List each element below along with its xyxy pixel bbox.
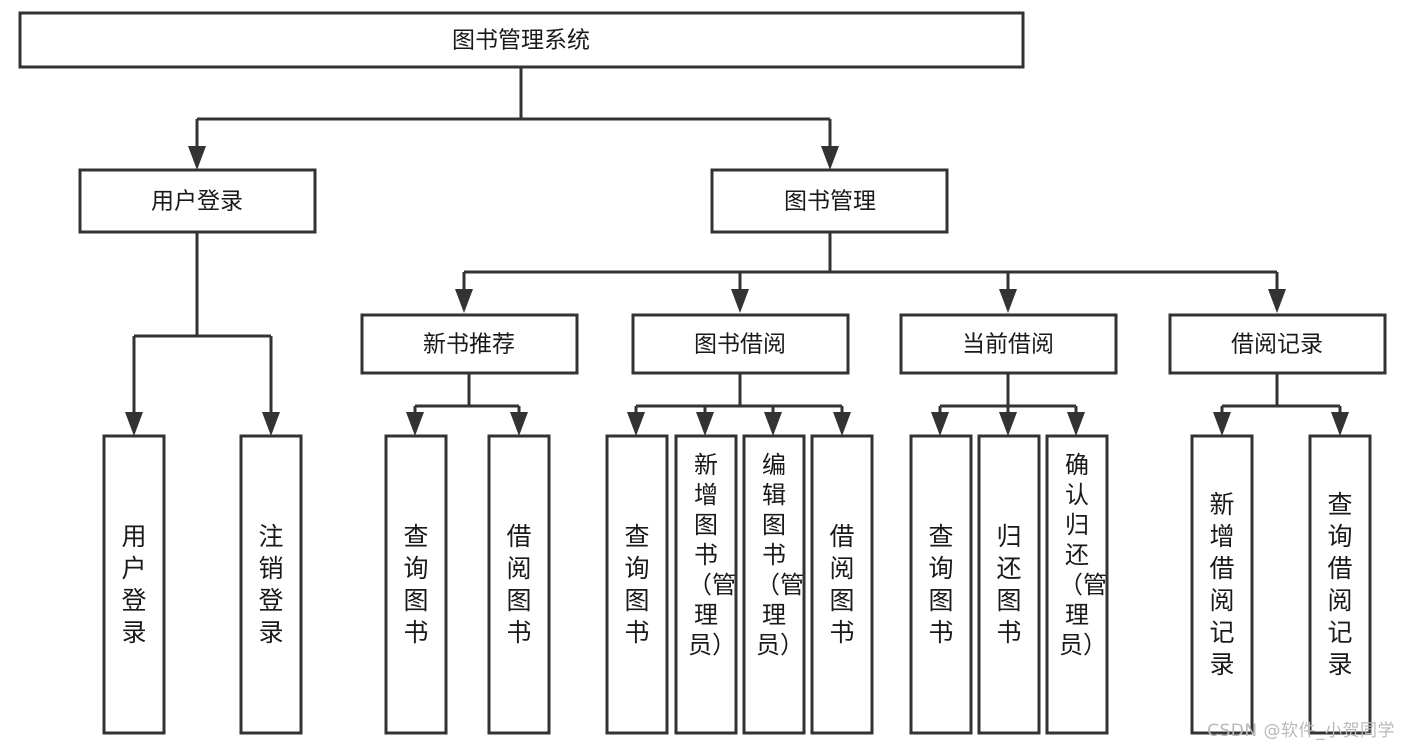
leaf-logout-label: 注销登录 (258, 521, 284, 647)
node-book-manage-label: 图书管理 (784, 189, 876, 215)
leaf-node-query-book-2[interactable] (605, 434, 669, 735)
arrow-to-leaf-edit-book-icon (764, 412, 782, 436)
node-book-borrow-box[interactable] (631, 313, 850, 375)
node-borrow-record[interactable]: 借阅记录 (1168, 313, 1387, 375)
connector-group-root (188, 67, 839, 170)
node-user-login-label: 用户登录 (151, 189, 243, 215)
leaf-node-logout[interactable] (239, 434, 303, 735)
leaf-user-login-label: 用户登录 (121, 521, 147, 647)
connector-group-current-borrow (931, 373, 1085, 436)
leaf-borrow-book-2-box[interactable] (810, 434, 874, 735)
node-current-borrow-box[interactable] (899, 313, 1118, 375)
leaf-node-borrow-book-1[interactable] (487, 434, 551, 735)
leaf-node-query-book-1[interactable] (384, 434, 448, 735)
leaf-node-add-record[interactable] (1190, 434, 1254, 735)
leaf-add-record-box[interactable] (1190, 434, 1254, 735)
arrow-to-new-book-recommend-icon (455, 289, 473, 313)
node-borrow-record-box[interactable] (1168, 313, 1387, 375)
node-book-borrow[interactable]: 图书借阅 (631, 313, 850, 375)
leaf-return-book-box[interactable] (977, 434, 1041, 735)
node-new-book-recommend-box[interactable] (360, 313, 579, 375)
node-user-login[interactable]: 用户登录 (78, 168, 317, 234)
leaf-node-add-book[interactable] (674, 434, 738, 735)
arrow-to-leaf-return-book-icon (999, 412, 1017, 436)
arrow-to-leaf-query-book-1-icon (406, 412, 424, 436)
node-new-book-recommend-label: 新书推荐 (423, 332, 515, 358)
connector-group-book-manage (455, 232, 1286, 313)
node-root-box[interactable] (18, 11, 1025, 69)
arrow-to-leaf-query-book-3-icon (931, 412, 949, 436)
leaf-edit-book-label: 编辑图书（管理员） (756, 450, 804, 659)
leaf-return-book-label: 归还图书 (996, 521, 1022, 647)
arrow-to-current-borrow-icon (999, 289, 1017, 313)
leaf-node-query-record[interactable] (1308, 434, 1372, 735)
connector-group-user-login (125, 232, 280, 436)
leaf-user-login-box[interactable] (102, 434, 166, 735)
arrow-to-leaf-query-book-2-icon (627, 412, 645, 436)
node-book-borrow-label: 图书借阅 (694, 332, 786, 358)
node-current-borrow-label: 当前借阅 (962, 332, 1054, 358)
connector-group-borrow-record (1213, 373, 1349, 436)
arrow-to-leaf-confirm-return-icon (1067, 412, 1085, 436)
arrow-to-leaf-add-book-icon (696, 412, 714, 436)
leaf-node-confirm-return[interactable] (1045, 434, 1109, 735)
watermark-text: CSDN @软件_小贺同学 (1207, 721, 1395, 741)
leaf-borrow-book-1-box[interactable] (487, 434, 551, 735)
leaf-add-record-label: 新增借阅记录 (1209, 489, 1235, 679)
leaf-borrow-book-2-label: 借阅图书 (829, 521, 855, 647)
leaf-confirm-return-label: 确认归还（管理员） (1059, 450, 1107, 659)
arrow-to-leaf-logout-icon (262, 412, 280, 436)
leaf-query-book-2-box[interactable] (605, 434, 669, 735)
node-current-borrow[interactable]: 当前借阅 (899, 313, 1118, 375)
arrow-to-leaf-query-record-icon (1331, 412, 1349, 436)
arrow-to-user-login-icon (188, 146, 206, 170)
leaf-add-book-box[interactable] (674, 434, 738, 735)
arrow-to-leaf-add-record-icon (1213, 412, 1231, 436)
node-root-label: 图书管理系统 (452, 28, 590, 54)
arrow-to-book-manage-icon (821, 146, 839, 170)
arrow-to-book-borrow-icon (731, 289, 749, 313)
leaf-confirm-return-box[interactable] (1045, 434, 1109, 735)
connector-group-book-borrow (627, 373, 851, 436)
leaf-query-book-3-label: 查询图书 (928, 521, 954, 647)
leaf-query-record-box[interactable] (1308, 434, 1372, 735)
node-root[interactable]: 图书管理系统 (18, 11, 1025, 69)
node-book-manage[interactable]: 图书管理 (710, 168, 949, 234)
leaf-query-book-1-box[interactable] (384, 434, 448, 735)
arrow-to-leaf-user-login-icon (125, 412, 143, 436)
node-book-manage-box[interactable] (710, 168, 949, 234)
arrow-to-borrow-record-icon (1268, 289, 1286, 313)
connector-group-new-book-recommend (406, 373, 528, 436)
leaf-edit-book-box[interactable] (742, 434, 806, 735)
leaf-logout-box[interactable] (239, 434, 303, 735)
arrow-to-leaf-borrow-book-1-icon (510, 412, 528, 436)
leaf-node-query-book-3[interactable] (909, 434, 973, 735)
leaf-query-book-3-box[interactable] (909, 434, 973, 735)
node-user-login-box[interactable] (78, 168, 317, 234)
leaf-query-record-label: 查询借阅记录 (1327, 489, 1353, 679)
leaf-node-edit-book[interactable] (742, 434, 806, 735)
leaf-node-return-book[interactable] (977, 434, 1041, 735)
leaf-query-book-1-label: 查询图书 (403, 521, 429, 647)
arrow-to-leaf-borrow-book-2-icon (833, 412, 851, 436)
leaf-node-borrow-book-2[interactable] (810, 434, 874, 735)
leaf-query-book-2-label: 查询图书 (624, 521, 650, 647)
leaf-node-user-login[interactable] (102, 434, 166, 735)
leaf-add-book-label: 新增图书（管理员） (688, 450, 736, 659)
node-borrow-record-label: 借阅记录 (1231, 332, 1323, 358)
leaf-borrow-book-1-label: 借阅图书 (506, 521, 532, 647)
node-new-book-recommend[interactable]: 新书推荐 (360, 313, 579, 375)
